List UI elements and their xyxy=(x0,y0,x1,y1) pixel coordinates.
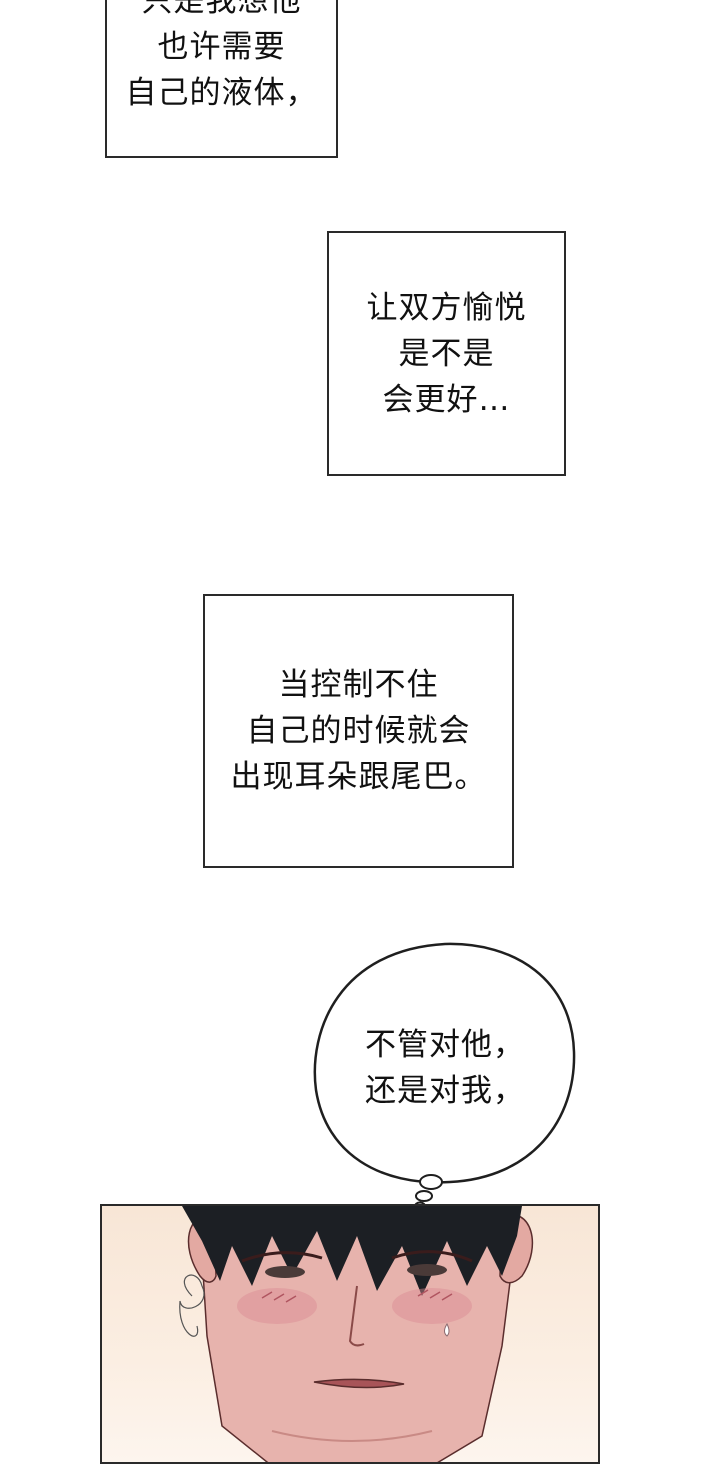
narration-line: 出现耳朵跟尾巴。 xyxy=(230,759,487,795)
narration-line: 是不是 xyxy=(398,335,495,372)
eye-right xyxy=(407,1264,447,1276)
narration-line: 会更好… xyxy=(382,381,511,418)
thought-bubble: 不管对他， 还是对我， xyxy=(310,940,580,1215)
narration-box-2: 让双方愉悦 是不是 会更好… xyxy=(327,231,566,476)
character-face-illustration xyxy=(179,1206,534,1462)
narration-box-3: 当控制不住 自己的时候就会 出现耳朵跟尾巴。 xyxy=(203,594,514,868)
hair-shape xyxy=(182,1206,522,1296)
narration-line: 只是我想他 xyxy=(141,0,302,19)
narration-line: 自己的时候就会 xyxy=(246,713,471,749)
eye-left xyxy=(265,1266,305,1278)
narration-box-1: 只是我想他 也许需要 自己的液体， xyxy=(105,0,338,158)
mouth-shape xyxy=(313,1378,405,1389)
narration-line: 也许需要 xyxy=(157,29,286,65)
character-panel xyxy=(100,1204,600,1464)
thought-bubble-outline xyxy=(313,942,576,1211)
narration-line: 自己的液体， xyxy=(125,75,318,111)
narration-line: 让双方愉悦 xyxy=(366,289,527,326)
narration-line: 当控制不住 xyxy=(278,667,439,703)
thought-line: 还是对我， xyxy=(365,1073,525,1109)
thought-line: 不管对他， xyxy=(365,1027,525,1063)
